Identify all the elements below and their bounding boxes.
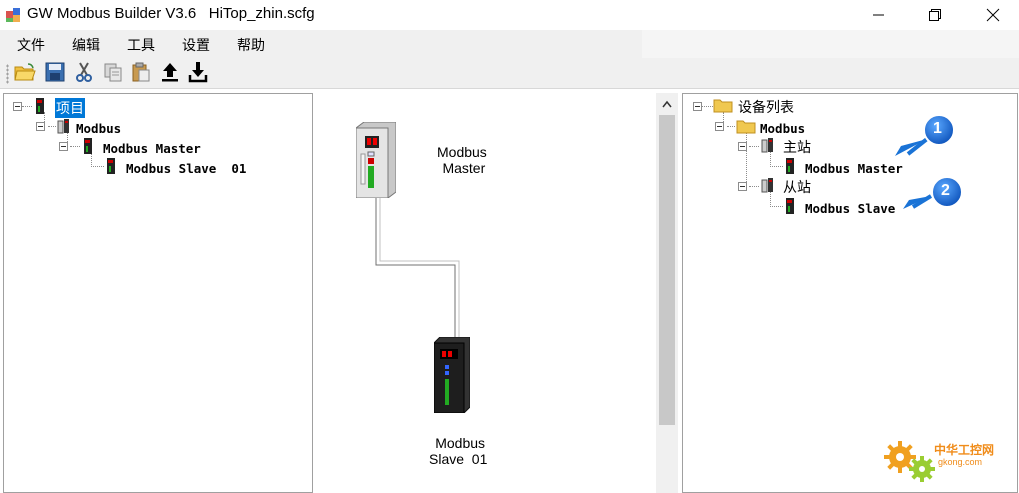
download-icon xyxy=(188,61,208,87)
device-icon xyxy=(105,157,117,179)
tree-label-device-modbus: Modbus xyxy=(760,120,806,136)
tree-item-project[interactable]: 项目 xyxy=(34,97,85,119)
tree-label-master-group: 主站 xyxy=(783,140,811,156)
device-list-panel[interactable]: 设备列表 Modbus 主站 Modbus Master 从站 Modbus S… xyxy=(682,93,1018,493)
tree-label-slave-device: Modbus Slave xyxy=(805,200,896,216)
network-icon xyxy=(57,118,71,138)
save-button[interactable] xyxy=(43,62,67,86)
copy-icon xyxy=(103,62,123,86)
cut-button[interactable] xyxy=(72,62,96,86)
master-label: Modbus Master xyxy=(437,144,487,176)
paste-button[interactable] xyxy=(129,62,153,86)
tree-label-slave-group: 从站 xyxy=(783,180,811,196)
tree-item-master[interactable]: Modbus Master xyxy=(82,137,201,159)
tree-item-master-group[interactable]: 主站 xyxy=(761,137,811,157)
expander-master[interactable] xyxy=(59,142,68,151)
open-folder-icon xyxy=(14,62,36,86)
toolbar xyxy=(0,58,1019,89)
master-device-image[interactable] xyxy=(355,121,397,202)
expander-project[interactable] xyxy=(13,102,22,111)
download-button[interactable] xyxy=(186,62,210,86)
device-icon xyxy=(784,157,796,179)
tree-label-modbus: Modbus xyxy=(76,120,122,136)
tree-item-device-list[interactable]: 设备列表 xyxy=(713,97,794,117)
app-icon xyxy=(6,8,20,22)
tree-item-device-modbus[interactable]: Modbus xyxy=(736,118,805,138)
slave-label: Modbus Slave 01 xyxy=(429,435,488,467)
callout-arrows xyxy=(895,114,963,209)
tree-item-slave-device[interactable]: Modbus Slave xyxy=(784,197,895,219)
expander-master-group[interactable] xyxy=(738,142,747,151)
tree-item-slave[interactable]: Modbus Slave 01 xyxy=(105,157,246,179)
paste-icon xyxy=(131,62,151,86)
minimize-icon xyxy=(873,9,885,21)
watermark-url: gkong.com xyxy=(938,457,983,467)
close-icon xyxy=(986,8,1000,22)
device-icon xyxy=(34,97,46,119)
callout-1: 1 xyxy=(933,120,942,137)
window-title: GW Modbus Builder V3.6 HiTop_zhin.scfg xyxy=(27,5,315,22)
watermark-logo: 中华工控网 gkong.com xyxy=(880,437,1010,487)
open-button[interactable] xyxy=(13,62,37,86)
cut-icon xyxy=(75,62,93,86)
expander-device-modbus[interactable] xyxy=(715,122,724,131)
tree-label-master: Modbus Master xyxy=(103,140,201,156)
project-tree-panel[interactable]: 项目 Modbus Modbus Master Modbus Slave 01 xyxy=(3,93,313,493)
scroll-thumb[interactable] xyxy=(659,115,675,425)
scroll-up-button[interactable] xyxy=(660,97,674,111)
network-icon xyxy=(761,137,775,157)
close-button[interactable] xyxy=(964,0,1019,30)
menu-bar: 文件 编辑 工具 设置 帮助 xyxy=(0,30,1019,58)
tree-item-slave-group[interactable]: 从站 xyxy=(761,177,811,197)
network-diagram-panel[interactable]: Modbus Master Modbus Slave 01 xyxy=(313,93,658,493)
watermark-text: 中华工控网 xyxy=(934,443,995,457)
tree-item-modbus[interactable]: Modbus xyxy=(57,118,121,138)
connection-line xyxy=(375,198,460,338)
copy-button[interactable] xyxy=(101,62,125,86)
chevron-up-icon xyxy=(662,97,672,112)
menu-tools[interactable]: 工具 xyxy=(127,38,155,54)
expander-device-list[interactable] xyxy=(693,102,702,111)
tree-label-project: 项目 xyxy=(55,98,85,118)
tree-item-master-device[interactable]: Modbus Master xyxy=(784,157,903,179)
toolbar-grip[interactable] xyxy=(6,64,9,84)
expander-modbus[interactable] xyxy=(36,122,45,131)
minimize-button[interactable] xyxy=(850,0,908,30)
title-bar: GW Modbus Builder V3.6 HiTop_zhin.scfg xyxy=(0,0,1019,30)
tree-label-master-device: Modbus Master xyxy=(805,160,903,176)
restore-button[interactable] xyxy=(906,0,964,30)
network-icon xyxy=(761,177,775,197)
menu-edit[interactable]: 编辑 xyxy=(72,38,100,54)
gear-icon xyxy=(884,441,935,482)
restore-icon xyxy=(929,9,941,21)
tree-label-device-list: 设备列表 xyxy=(738,100,794,116)
upload-icon xyxy=(160,61,180,87)
callout-2: 2 xyxy=(941,182,950,199)
menu-file[interactable]: 文件 xyxy=(17,38,45,54)
diagram-scrollbar[interactable] xyxy=(656,93,678,493)
folder-icon xyxy=(736,118,756,138)
upload-button[interactable] xyxy=(158,62,182,86)
folder-icon xyxy=(713,97,733,117)
slave-device-image[interactable] xyxy=(433,336,471,417)
device-icon xyxy=(82,137,94,159)
tree-label-slave: Modbus Slave 01 xyxy=(126,160,247,176)
menu-settings[interactable]: 设置 xyxy=(182,38,210,54)
save-icon xyxy=(45,62,65,86)
expander-slave-group[interactable] xyxy=(738,182,747,191)
menu-help[interactable]: 帮助 xyxy=(237,38,265,54)
device-icon xyxy=(784,197,796,219)
